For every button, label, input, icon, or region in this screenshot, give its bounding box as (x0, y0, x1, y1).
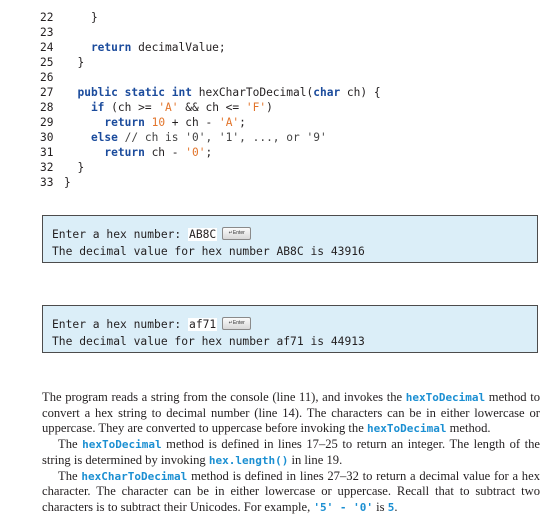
code-string: 'A' (158, 101, 179, 114)
text: is (372, 499, 388, 514)
code-line: 25 } (40, 55, 381, 70)
code-line: 22 } (40, 10, 381, 25)
code-keyword: else (64, 131, 118, 144)
line-number: 27 (40, 86, 54, 99)
code-string: '0' (185, 146, 206, 159)
text: in line 19. (288, 452, 343, 467)
code-text: } (64, 161, 85, 174)
console-result: The decimal value for hex number AB8C is… (52, 245, 365, 258)
code-text: } (64, 176, 71, 189)
line-number: 31 (40, 146, 54, 159)
enter-key-icon: ↵Enter (222, 226, 252, 240)
inline-code: '5' - '0' (313, 500, 373, 514)
console-input: af71 (188, 318, 218, 331)
inline-code: 5 (387, 500, 395, 514)
console-prompt: Enter a hex number: (52, 318, 189, 331)
code-line: 29 return 10 + ch - 'A'; (40, 115, 381, 130)
line-number: 28 (40, 101, 54, 114)
code-text: + ch - (165, 116, 219, 129)
console-prompt-line: Enter a hex number: af71 ↵Enter (52, 316, 537, 333)
code-line: 33} (40, 175, 381, 190)
code-keyword: public static int (64, 86, 192, 99)
line-number: 33 (40, 176, 54, 189)
console-prompt: Enter a hex number: (52, 228, 189, 241)
code-text: ch) { (340, 86, 381, 99)
text: The (58, 468, 82, 483)
console-result: The decimal value for hex number af71 is… (52, 335, 365, 348)
code-text: } (64, 56, 85, 69)
inline-code: hexToDecimal (405, 391, 486, 404)
line-number: 24 (40, 41, 54, 54)
code-keyword: char (313, 86, 341, 99)
code-text (145, 116, 152, 129)
code-text: ; (239, 116, 246, 129)
code-text: hexCharToDecimal( (191, 86, 314, 99)
line-number: 30 (40, 131, 54, 144)
inline-code: hexCharToDecimal (81, 469, 188, 483)
code-string: 'A' (218, 116, 240, 129)
line-number: 22 (40, 11, 54, 24)
line-number: 29 (40, 116, 54, 129)
code-comment: // ch is '0', '1', ..., or '9' (117, 131, 327, 144)
code-text: } (64, 11, 98, 24)
line-number: 23 (40, 26, 54, 39)
code-line: 24 return decimalValue; (40, 40, 381, 55)
text: The (58, 437, 83, 452)
text: method to convert a hex string to decima… (42, 390, 540, 436)
text: method is defined in lines 27–32 to retu… (42, 468, 540, 514)
line-number: 25 (40, 56, 54, 69)
paragraph: The hexToDecimal method is defined in li… (42, 437, 540, 468)
paragraph: The hexCharToDecimal method is defined i… (42, 469, 540, 516)
code-keyword: if (64, 101, 105, 114)
code-text: ; (205, 146, 213, 159)
code-line: 28 if (ch >= 'A' && ch <= 'F') (40, 100, 381, 115)
code-line: 32 } (40, 160, 381, 175)
code-keyword: return (64, 146, 145, 159)
code-line: 26 (40, 70, 381, 85)
enter-key-icon: ↵Enter (222, 316, 252, 330)
code-line: 31 return ch - '0'; (40, 145, 381, 160)
line-number: 32 (40, 161, 54, 174)
text: The program reads a string from the cons… (42, 390, 406, 404)
console-input: AB8C (188, 228, 218, 241)
code-number: 10 (151, 116, 166, 129)
console-prompt-line: Enter a hex number: AB8C ↵Enter (52, 226, 537, 243)
code-text: && ch <= (178, 101, 246, 114)
inline-code: hexToDecimal (82, 438, 162, 452)
code-keyword: return (64, 41, 132, 54)
code-line: 23 (40, 25, 381, 40)
code-keyword: return (64, 116, 145, 129)
code-text: decimalValue; (131, 41, 226, 54)
inline-code: hexToDecimal (366, 422, 447, 436)
text: method. (446, 421, 491, 436)
code-text: ) (266, 101, 273, 114)
code-line: 30 else // ch is '0', '1', ..., or '9' (40, 130, 381, 145)
text: . (394, 499, 398, 514)
code-text: (ch >= (104, 101, 159, 114)
code-string: 'F' (245, 101, 267, 114)
explanation-text: The program reads a string from the cons… (42, 390, 540, 516)
line-number: 26 (40, 71, 54, 84)
code-text: ch - (144, 146, 186, 159)
paragraph: The program reads a string from the cons… (42, 390, 540, 437)
inline-code: hex.length() (208, 453, 289, 467)
text: method is defined in lines 17–25 to retu… (42, 437, 540, 467)
code-line: 27 public static int hexCharToDecimal(ch… (40, 85, 381, 100)
